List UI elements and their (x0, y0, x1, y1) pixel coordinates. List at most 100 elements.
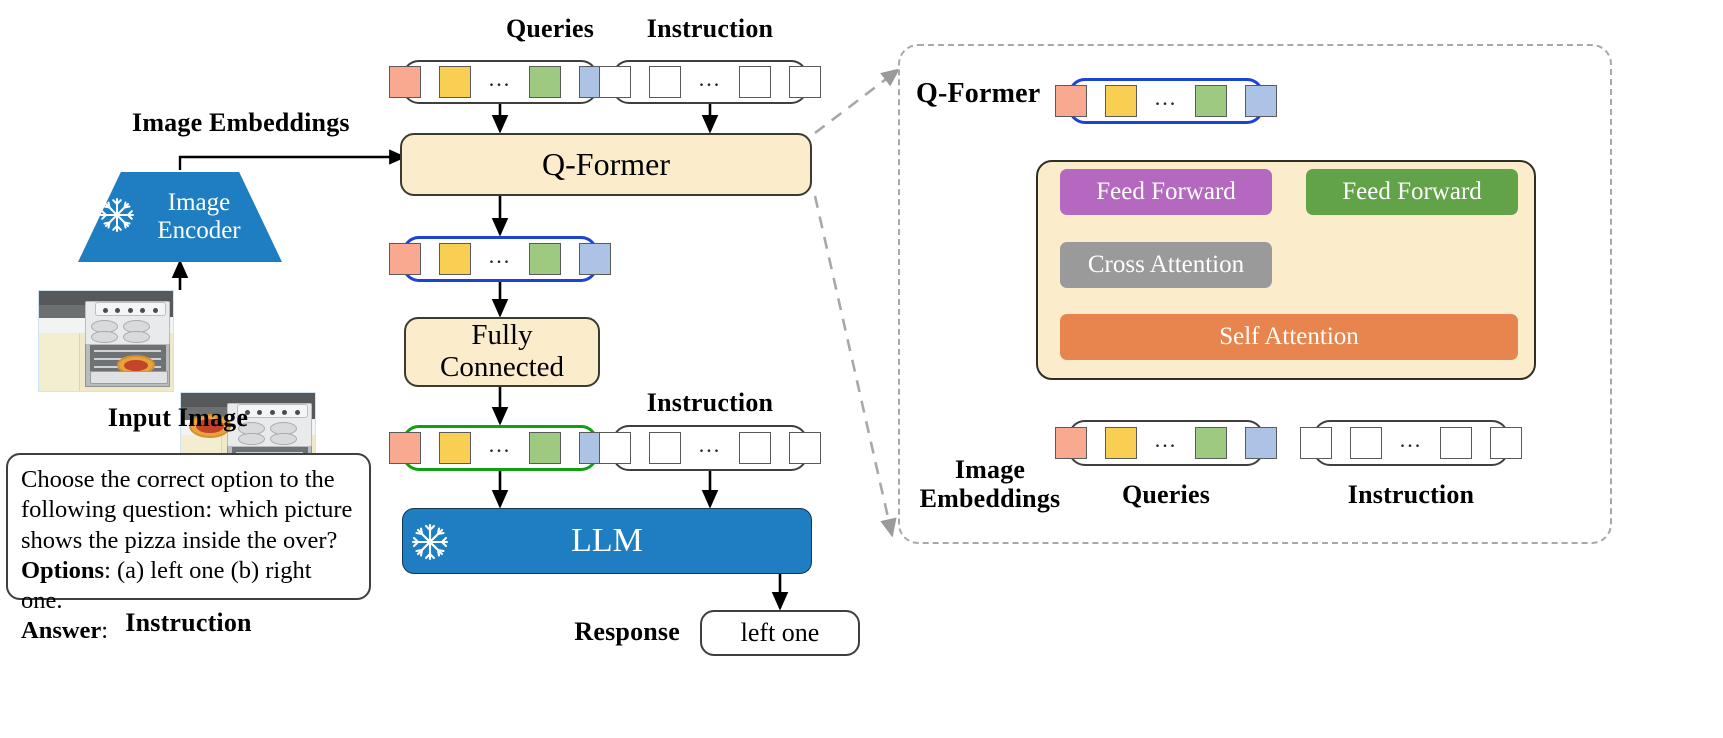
queries-ellipsis: ... (1154, 427, 1178, 452)
instruction-ellipsis: ... (1399, 427, 1423, 452)
oven-body (85, 339, 171, 387)
response-box: left one (700, 610, 860, 656)
burner (91, 330, 119, 344)
feed-forward-visual-block[interactable]: Feed Forward (1060, 169, 1272, 215)
input-image-thumb-1[interactable] (38, 290, 174, 392)
instruction-token-strip-top[interactable]: ... (598, 60, 822, 104)
qformer-label: Q-Former (542, 146, 670, 182)
projected-tokens-ellipsis: ... (488, 432, 512, 457)
instruction-ellipsis: ... (698, 432, 722, 457)
instruction-ellipsis: ... (698, 66, 722, 91)
feed-forward-text-block[interactable]: Feed Forward (1306, 169, 1518, 215)
visual-token-red (388, 243, 421, 275)
instruction-token (598, 432, 631, 464)
prompt-line-2: following question: which picture (21, 496, 353, 524)
self-attention-label: Self Attention (1219, 323, 1359, 350)
visual-token-yellow (438, 243, 471, 275)
image-embeddings-label-line1: Image (954, 455, 1026, 484)
snowflake-icon-llm (411, 523, 449, 561)
fully-connected-label-line1: Fully (471, 319, 533, 352)
instruction-token (739, 432, 772, 464)
visual-token-blue (579, 243, 612, 275)
prompt-options-rest: : (a) left one (b) right one. (21, 556, 312, 614)
instruction-token (789, 432, 822, 464)
qformer-block[interactable]: Q-Former (400, 133, 812, 196)
pizza-on-counter (189, 414, 232, 438)
visual-tokens-ellipsis: ... (488, 243, 512, 268)
instruction-token-strip-mid[interactable]: ... (598, 425, 822, 471)
snowflake-icon-encoder (100, 198, 134, 232)
self-attention-block[interactable]: Self Attention (1060, 314, 1518, 360)
prompt-answer-rest: : (101, 617, 109, 645)
stove-control-panel (236, 404, 309, 418)
output-token-green (1195, 85, 1228, 117)
image-encoder-label-line1: Image (167, 189, 231, 216)
cross-attention-block[interactable]: Cross Attention (1060, 242, 1272, 288)
instruction-token-strip-right[interactable]: ... (1299, 420, 1523, 466)
burner (269, 432, 297, 446)
stove-control-panel (94, 302, 167, 316)
instruction-token (1440, 427, 1473, 459)
prompt-line-1: Choose the correct option to the (21, 466, 335, 493)
instruction-token (648, 66, 681, 98)
instruction-label-right: Instruction (1347, 480, 1475, 509)
output-tokens-ellipsis: ... (1154, 85, 1178, 110)
projected-tokens-green[interactable]: ... (388, 425, 612, 471)
query-token-blue (1245, 427, 1278, 459)
burner (122, 330, 150, 344)
queries-token-strip[interactable]: ... (388, 60, 612, 104)
instruction-token (648, 432, 681, 464)
qformer-output-tokens[interactable]: ... (1054, 78, 1278, 124)
prompt-options-line: Options: (a) left one (b) right one. (21, 556, 356, 617)
projected-token-yellow (438, 432, 471, 464)
fully-connected-label-line2: Connected (439, 351, 564, 383)
output-token-red (1054, 85, 1087, 117)
oven-interior (89, 342, 166, 376)
instruction-label-left: Instruction (125, 608, 252, 637)
query-token-red (1054, 427, 1087, 459)
queries-ellipsis: ... (488, 66, 512, 91)
instruction-token (739, 66, 772, 98)
response-value: left one (740, 618, 820, 647)
instruction-token (1349, 427, 1382, 459)
output-token-yellow (1104, 85, 1137, 117)
image-embeddings-label-right: Image Embeddings (890, 455, 1090, 513)
image-encoder-label-line2: Encoder (157, 217, 241, 244)
instruction-prompt-card: Choose the correct option to the followi… (6, 453, 371, 644)
instruction-token (1299, 427, 1332, 459)
query-token-yellow (1104, 427, 1137, 459)
oven-door (89, 371, 168, 385)
prompt-answer-line: Answer: (21, 616, 356, 646)
input-image-label: Input Image (107, 403, 249, 432)
prompt-answer-key: Answer (21, 617, 102, 645)
prompt-line-3: shows the pizza inside the over? (21, 526, 338, 554)
output-token-blue (1245, 85, 1278, 117)
instruction-label-top: Instruction (646, 14, 774, 43)
query-token-red (388, 66, 421, 98)
instruction-label-mid: Instruction (646, 388, 774, 417)
oven-rack (236, 451, 304, 454)
cross-attention-label: Cross Attention (1087, 251, 1245, 278)
llm-block[interactable]: LLM (402, 508, 812, 574)
image-embeddings-label-line2: Embeddings (919, 484, 1061, 514)
oven-rack (94, 349, 162, 352)
projected-token-red (388, 432, 421, 464)
kitchen-cabinet (39, 333, 81, 391)
feed-forward-text-label: Feed Forward (1342, 178, 1482, 205)
query-token-green (529, 66, 562, 98)
queries-label-center: Queries (505, 14, 595, 43)
feed-forward-visual-label: Feed Forward (1096, 178, 1236, 205)
burner (238, 432, 266, 446)
image-embeddings-label-left: Image Embeddings (132, 108, 350, 137)
fully-connected-block[interactable]: Fully Connected (404, 317, 600, 387)
qformer-detail-title: Q-Former (916, 78, 1041, 109)
visual-query-tokens-blue[interactable]: ... (388, 236, 612, 282)
instruction-token (598, 66, 631, 98)
query-token-green (1195, 427, 1228, 459)
visual-token-green (529, 243, 562, 275)
projected-token-green (529, 432, 562, 464)
queries-token-strip-right[interactable]: ... (1054, 420, 1278, 466)
queries-label-right: Queries (1121, 480, 1211, 509)
response-label: Response (574, 617, 680, 646)
